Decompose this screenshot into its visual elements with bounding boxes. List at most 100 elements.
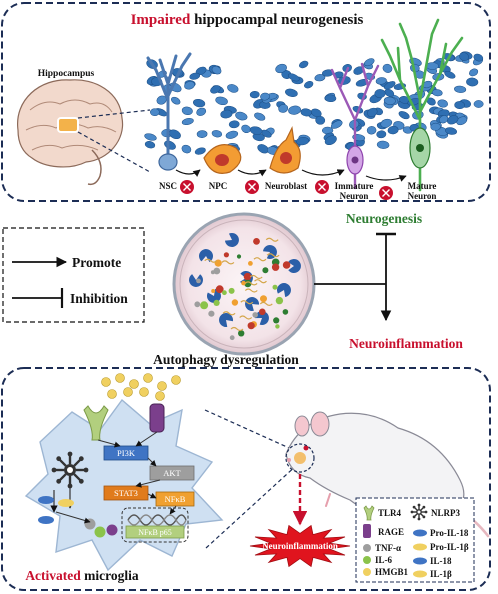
- key-tlr4: TLR4: [378, 508, 402, 518]
- autophagy-dish: Autophagy dysregulation: [153, 212, 316, 367]
- regulation-lines: Neurogenesis Neuroinflammation: [314, 211, 463, 351]
- top-panel-title: Impaired hippocampal neurogenesis: [131, 12, 364, 28]
- block-icon: [245, 180, 259, 194]
- stat3-box: [103, 485, 149, 501]
- nsc-cell: [146, 52, 192, 171]
- granule-cell: [324, 94, 337, 103]
- npc-cell: [203, 144, 242, 174]
- protein-fragment: [230, 326, 244, 332]
- hmgb1-particle: [139, 387, 149, 397]
- granule-cell: [235, 111, 248, 121]
- key-il18: IL-18: [430, 556, 452, 566]
- granule-cell: [278, 104, 289, 113]
- cargo-particle: [223, 252, 229, 258]
- granule-cell: [211, 66, 222, 75]
- cargo-particle: [213, 267, 221, 275]
- cargo-particle: [241, 280, 246, 286]
- granule-cell: [330, 120, 343, 129]
- stage-label-npc: NPC: [209, 181, 228, 191]
- autophagosome: [224, 233, 239, 247]
- granule-cell: [193, 98, 206, 108]
- hmgb1-particle: [129, 379, 139, 389]
- cargo-particle: [196, 278, 201, 284]
- cargo-particle: [222, 290, 227, 296]
- neuroinflammation-label: Neuroinflammation: [349, 336, 463, 351]
- granule-cell: [299, 60, 309, 69]
- granule-cell: [260, 92, 270, 101]
- autophagy-label: Autophagy dysregulation: [153, 352, 299, 367]
- protein-fragment: [244, 288, 258, 293]
- neuroinflammation-burst: Neuroinflammation: [249, 524, 351, 568]
- protein-fragment: [221, 260, 235, 265]
- granule-cell: [181, 144, 192, 154]
- protein-fragment: [239, 315, 253, 320]
- granule-cell: [384, 88, 395, 97]
- cargo-particle: [259, 308, 266, 316]
- granule-cell: [314, 74, 326, 82]
- il1b-key-icon: [413, 570, 427, 578]
- legend-frame: [2, 227, 145, 323]
- pathway: PI3K AKT STAT3 NFκB: [97, 431, 195, 515]
- granule-cell: [215, 96, 228, 106]
- nlrp3-inflammasome-icon: [51, 451, 89, 489]
- granule-cell: [375, 77, 387, 85]
- protein-fragment: [240, 300, 254, 305]
- granule-cell: [380, 118, 393, 128]
- granule-cell: [296, 137, 310, 146]
- hmgb1-particle: [171, 375, 181, 385]
- autophagosome: [288, 259, 301, 273]
- pro-il18-key-icon: [413, 529, 427, 537]
- inhibition-markers: [180, 180, 393, 200]
- granule-cell: [254, 112, 266, 121]
- granule-cell: [439, 115, 449, 124]
- cargo-particle: [275, 324, 280, 329]
- granule-cell: [194, 147, 206, 155]
- granule-cell: [210, 85, 221, 94]
- granule-cell: [382, 63, 393, 73]
- rage-key-icon: [363, 524, 371, 538]
- cargo-particle: [247, 322, 255, 330]
- autophagosome: [219, 313, 233, 327]
- autophagosome: [207, 289, 221, 303]
- granule-cell: [447, 115, 459, 125]
- hmgb1-particle: [101, 377, 111, 387]
- granule-cell: [383, 81, 396, 90]
- protein-fragment: [253, 257, 267, 262]
- nlrp3-key-icon: [410, 503, 428, 521]
- protein-fragment: [249, 274, 263, 280]
- stage-arrows: [175, 169, 407, 182]
- protein-fragment: [266, 253, 280, 258]
- rage-receptor-icon: [149, 403, 165, 433]
- molecule-key: TLR4 RAGE TNF-α IL-6 HMGB1 NLRP3 Pro-IL-…: [355, 497, 475, 583]
- granule-cell: [228, 120, 240, 129]
- stage-label-nsc: NSC: [159, 181, 177, 191]
- il18-key-icon: [413, 557, 427, 565]
- tlr4-key-icon: [363, 505, 375, 521]
- granule-cell: [275, 63, 287, 74]
- tnf-key-icon: [363, 544, 371, 552]
- cargo-particle: [260, 295, 267, 303]
- protein-fragment: [259, 301, 273, 306]
- hippocampus-highlight: [57, 117, 79, 133]
- cargo-particle: [238, 330, 245, 337]
- microglia-caption: Activated microglia: [25, 568, 139, 583]
- cargo-particle: [243, 272, 252, 281]
- granule-cell: [196, 130, 208, 138]
- nfkb-label: NFκB: [165, 494, 186, 504]
- autophagosome: [198, 249, 213, 263]
- granule-cell: [144, 133, 157, 141]
- granule-cell: [220, 109, 233, 119]
- key-hmgb1: HMGB1: [375, 567, 408, 577]
- granule-cell: [459, 52, 469, 61]
- pi3k-box: [103, 445, 149, 461]
- cargo-particle: [211, 289, 216, 293]
- granule-cell: [288, 105, 302, 115]
- granule-cell: [211, 130, 223, 138]
- legend-box: Promote Inhibition: [2, 227, 145, 323]
- pi3k-label: PI3K: [117, 448, 136, 458]
- granule-cell: [376, 140, 390, 149]
- neurogenesis-label: Neurogenesis: [346, 211, 422, 226]
- stage-label-neuroblast: Neuroblast: [265, 181, 307, 191]
